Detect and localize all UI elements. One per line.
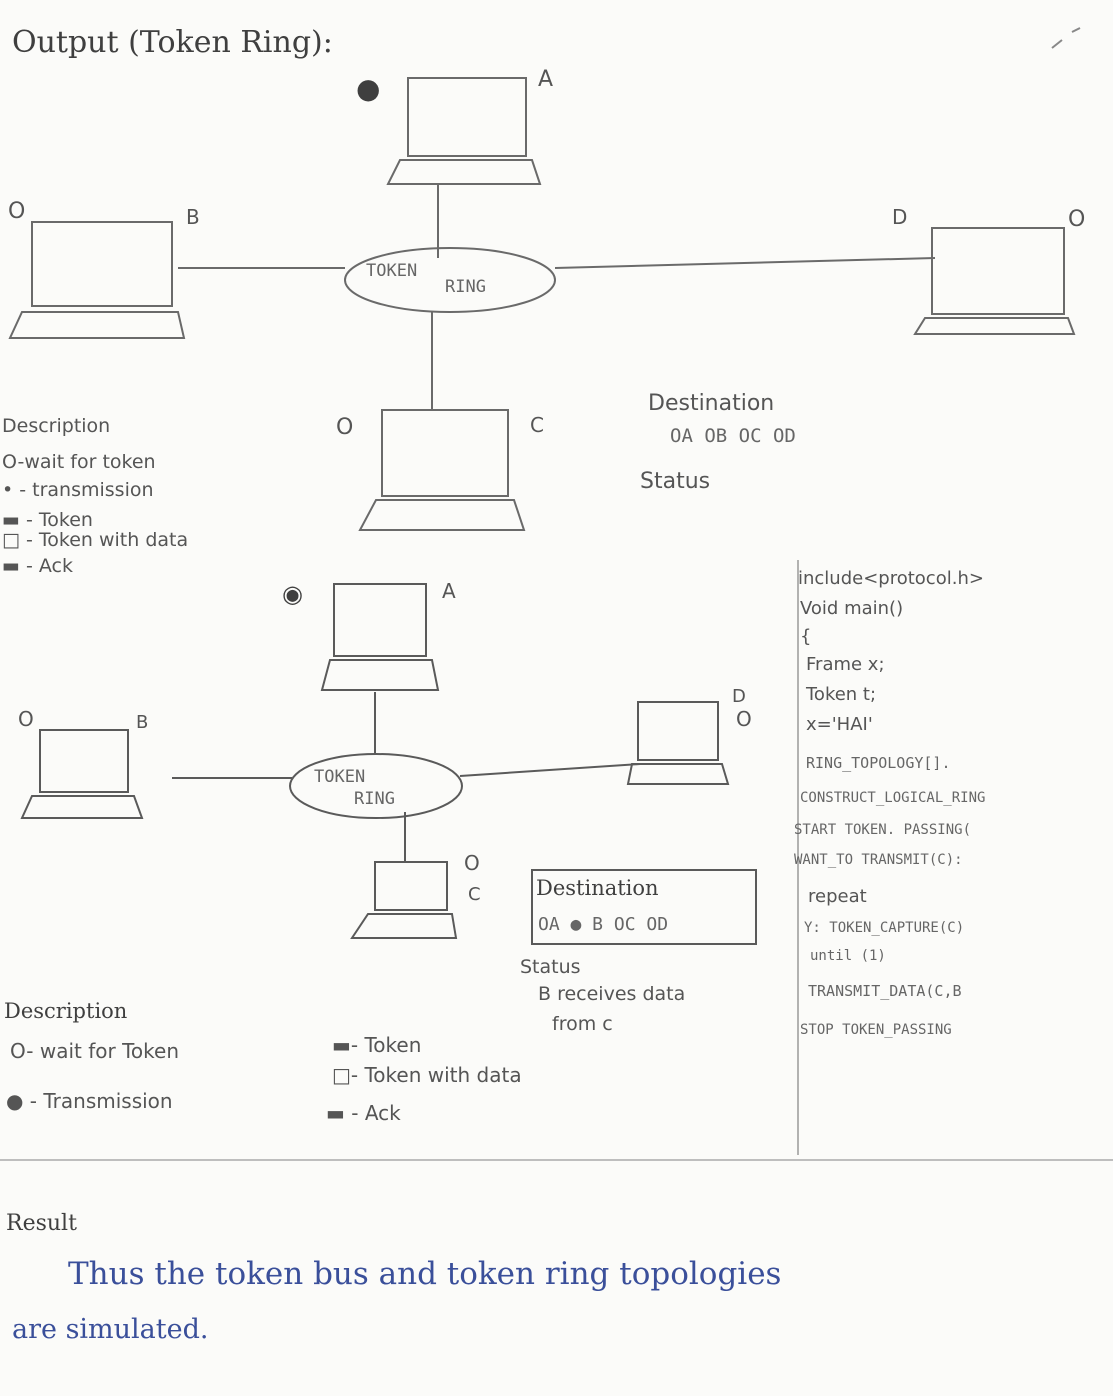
node-a-label: A: [538, 67, 553, 92]
destination-2: Destination OA ● B OC OD Status B receiv…: [520, 876, 685, 1035]
computer-b-icon: [8, 221, 186, 339]
diagram-2: [0, 560, 1113, 1161]
token-ring-2: [289, 753, 463, 819]
diagram-1: [8, 77, 1076, 531]
node2-c-label: C: [468, 884, 481, 905]
computer-a-icon: [386, 77, 542, 185]
description-1: Description O-wait for token • - transmi…: [2, 415, 188, 577]
marker-a-transmission-icon: ●: [356, 72, 380, 105]
code-line-3: Frame x;: [806, 654, 885, 675]
ring-2-label-bottom: RING: [354, 789, 395, 809]
code-line-10: repeat: [808, 886, 867, 907]
node-c-label: C: [530, 413, 544, 437]
description-2-item-3: □- Token with data: [332, 1063, 522, 1087]
description-2-item-1: ● - Transmission: [6, 1089, 173, 1113]
code-line-0: include<protocol.h>: [798, 568, 984, 589]
computer2-b-icon: [20, 729, 144, 819]
ring-1-label-bottom: RING: [445, 277, 486, 297]
link-ring-d: [554, 257, 936, 269]
marker2-d-wait-icon: O: [736, 707, 752, 731]
pencil-stray-mark: [1051, 27, 1081, 49]
destination-2-status-line-1: from c: [552, 1013, 613, 1035]
link2-ring-d: [459, 763, 641, 777]
destination-2-status: Status: [520, 956, 581, 978]
code-line-8: START TOKEN. PASSING(: [794, 822, 971, 838]
computer2-c-icon: [350, 861, 458, 939]
code-line-2: {: [800, 626, 811, 647]
code-listing: include<protocol.h> Void main() { Frame …: [794, 568, 985, 1038]
code-line-1: Void main(): [800, 598, 903, 619]
node2-d-label: D: [732, 686, 746, 707]
code-line-7: CONSTRUCT_LOGICAL_RING: [800, 790, 985, 806]
token-ring-1: [344, 247, 556, 313]
computer2-d-icon: [626, 701, 730, 785]
result-line-1: are simulated.: [12, 1314, 208, 1345]
result-heading: Result: [6, 1211, 77, 1236]
ring-1-label-top: TOKEN: [366, 261, 417, 281]
code-line-14: STOP TOKEN_PASSING: [800, 1022, 952, 1038]
node-d-label: D: [892, 205, 907, 229]
node-b-label: B: [186, 205, 200, 229]
destination-2-values: OA ● B OC OD: [538, 914, 668, 935]
page-title: Output (Token Ring):: [12, 25, 333, 60]
description-1-item-0: O-wait for token: [2, 451, 156, 473]
description-2-item-2: ▬- Token: [332, 1033, 421, 1057]
description-1-heading: Description: [2, 415, 110, 437]
ring-2-label-top: TOKEN: [314, 767, 365, 787]
description-2-item-0: O- wait for Token: [10, 1039, 179, 1063]
description-2: Description O- wait for Token ● - Transm…: [4, 999, 522, 1125]
destination-1-status: Status: [640, 469, 710, 494]
description-1-item-1: • - transmission: [2, 479, 154, 501]
destination-1: Destination OA OB OC OD Status: [640, 391, 796, 494]
marker-d-wait-icon: O: [1068, 207, 1085, 232]
computer2-a-icon: [320, 583, 440, 691]
marker2-a-transmission-icon: ◉: [282, 580, 303, 608]
description-2-item-4: ▬ - Ack: [326, 1101, 401, 1125]
code-line-5: x='HAI': [806, 714, 873, 735]
marker-b-wait-icon: O: [8, 199, 25, 224]
node2-a-label: A: [442, 579, 456, 603]
destination-1-values: OA OB OC OD: [670, 425, 796, 447]
description-1-item-3: □ - Token with data: [2, 529, 188, 551]
code-line-9: WANT_TO TRANSMIT(C):: [794, 852, 963, 868]
code-line-6: RING_TOPOLOGY[].: [806, 754, 951, 772]
destination-1-heading: Destination: [648, 391, 774, 416]
node2-b-label: B: [136, 712, 148, 733]
result-line-0: Thus the token bus and token ring topolo…: [68, 1256, 781, 1292]
computer-c-icon: [358, 409, 526, 531]
marker2-b-wait-icon: O: [18, 707, 34, 731]
code-line-12: until (1): [810, 948, 886, 964]
marker2-c-wait-icon: O: [464, 851, 480, 875]
destination-2-box: [531, 869, 757, 945]
description-2-heading: Description: [4, 999, 127, 1023]
computer-d-icon: [913, 227, 1076, 335]
description-1-item-4: ▬ - Ack: [2, 555, 73, 577]
code-line-11: Y: TOKEN_CAPTURE(C): [804, 920, 964, 936]
marker-c-wait-icon: O: [336, 415, 353, 440]
description-1-item-2: ▬ - Token: [2, 509, 93, 531]
code-line-4: Token t;: [805, 684, 876, 705]
destination-2-status-line-0: B receives data: [538, 983, 685, 1005]
code-line-13: TRANSMIT_DATA(C,B: [808, 982, 962, 1000]
destination-2-heading: Destination: [536, 876, 659, 900]
